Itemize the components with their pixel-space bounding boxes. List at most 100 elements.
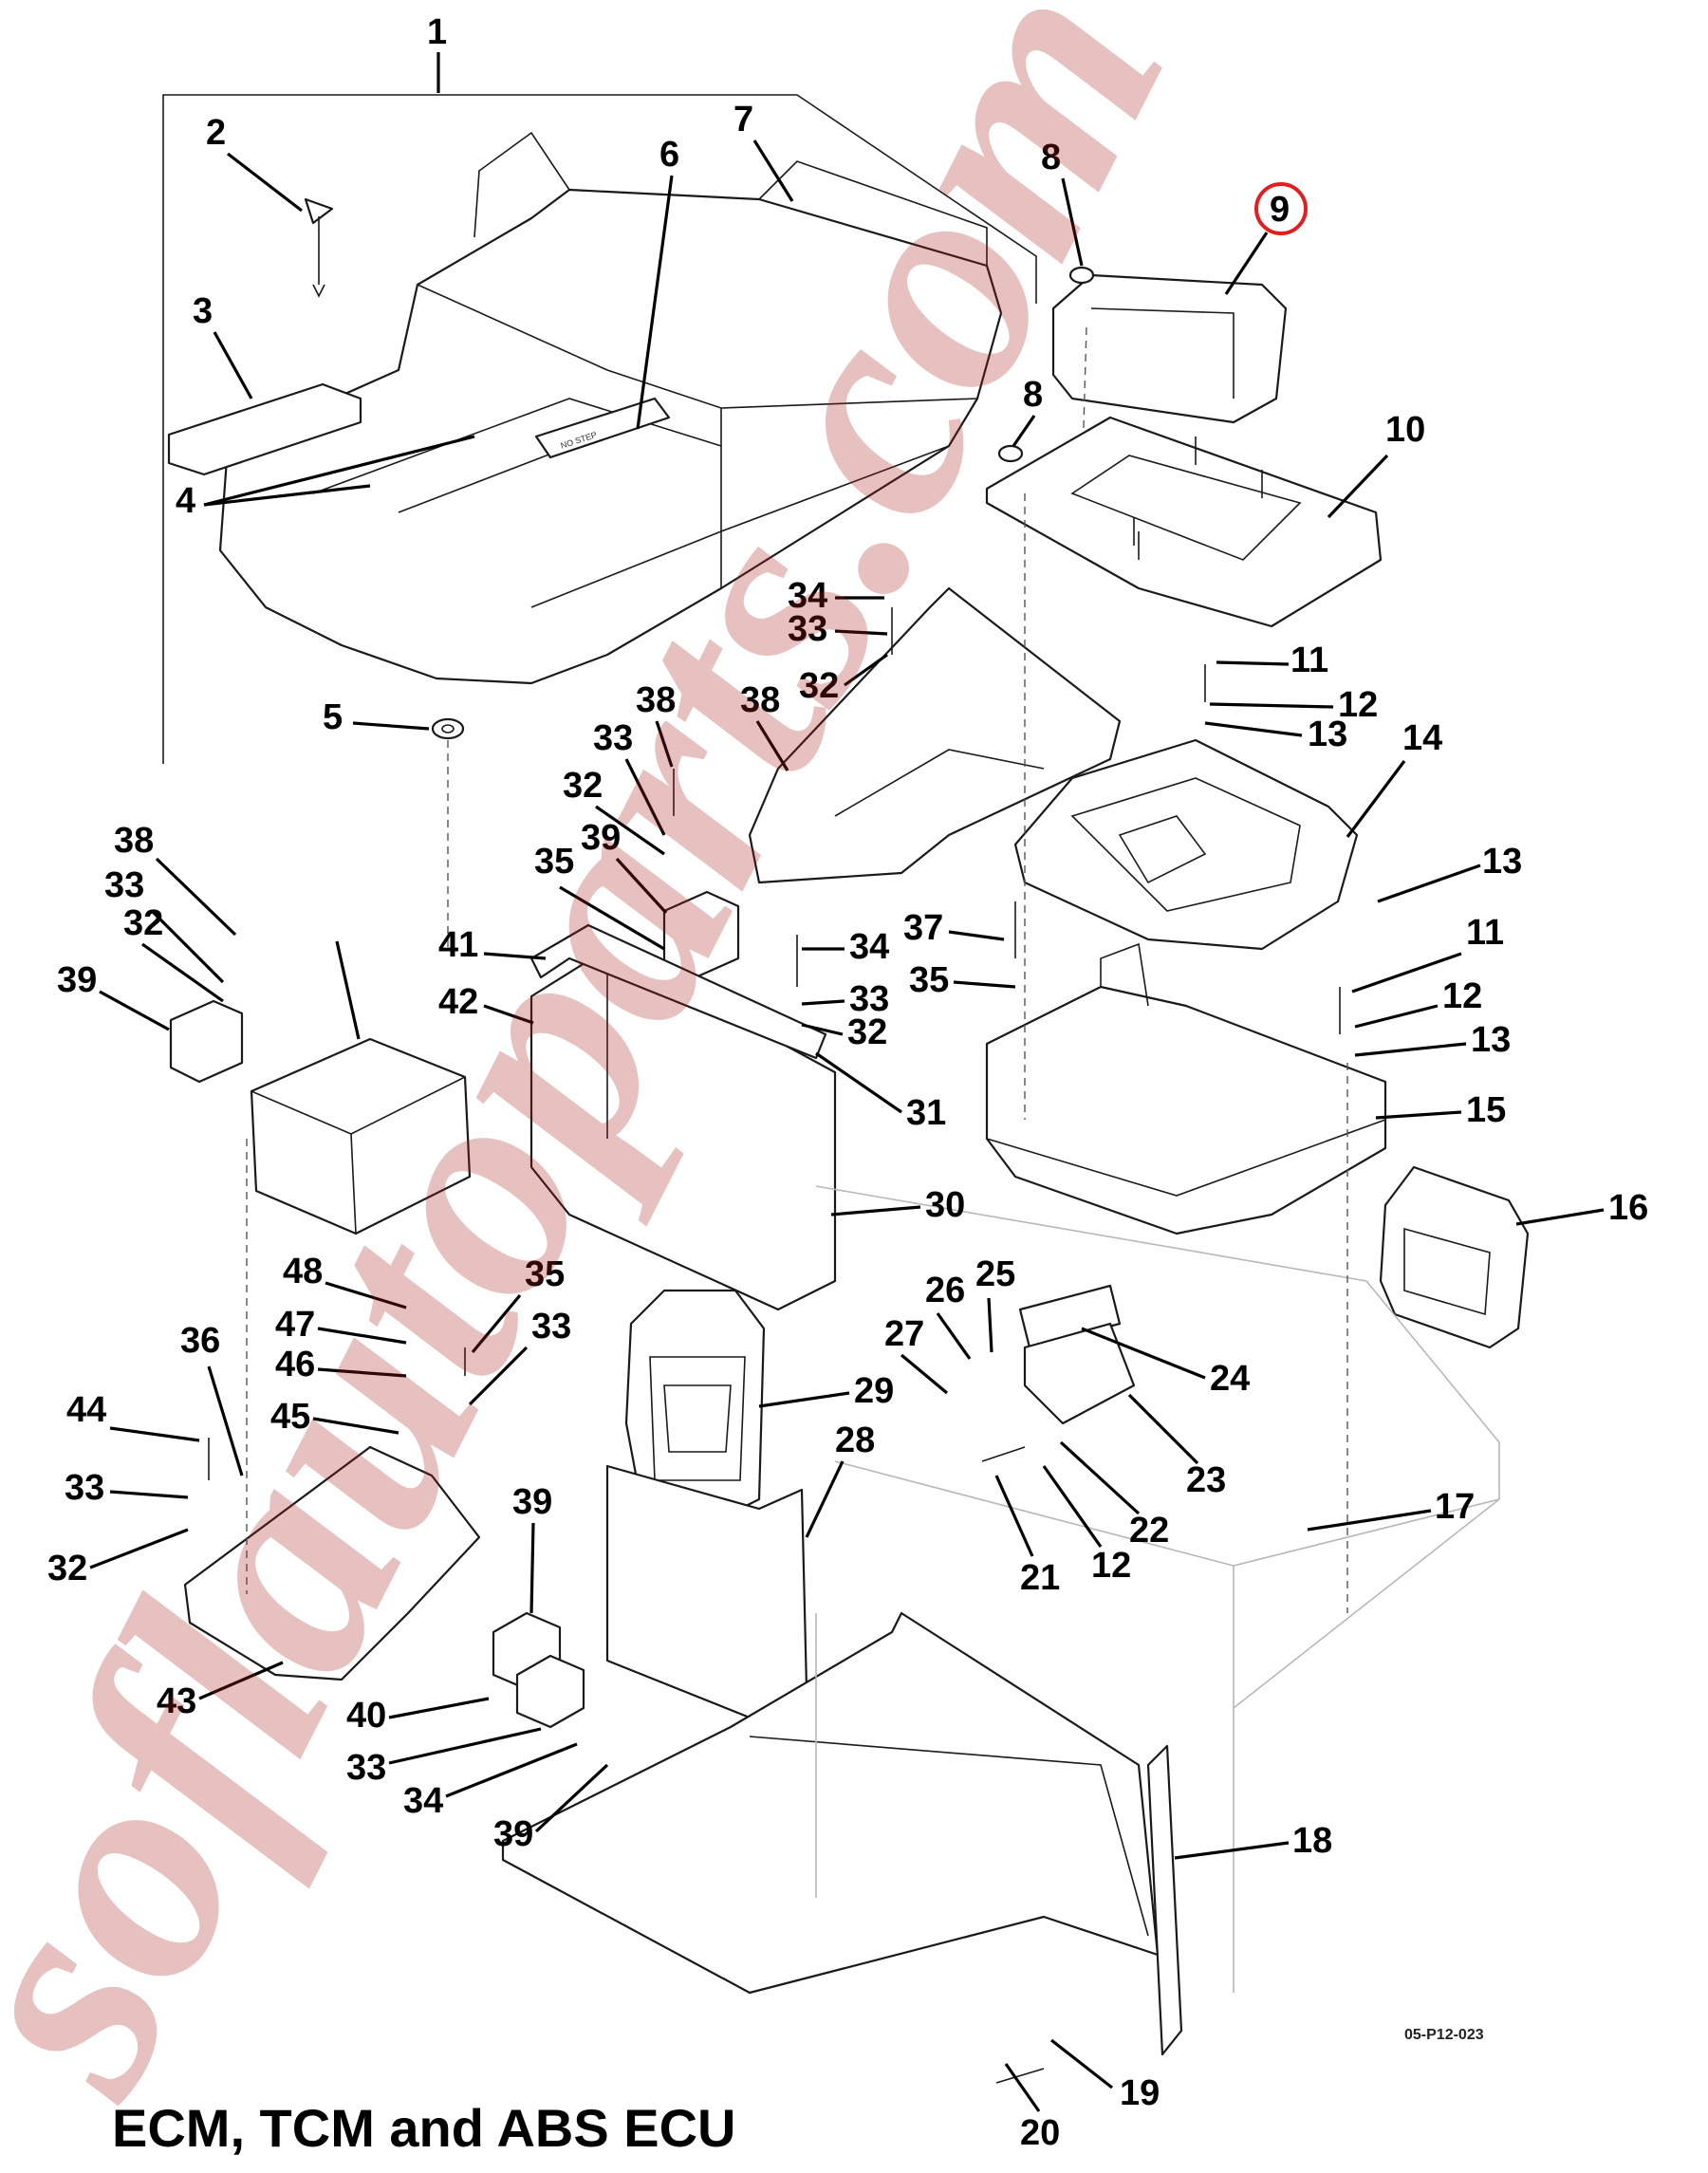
callout-32-c: 32	[847, 1012, 887, 1052]
callout-37: 38	[740, 680, 780, 720]
ecm-module	[1013, 738, 1359, 951]
callout-34-a: 34	[788, 576, 827, 616]
tray	[501, 1611, 1183, 2056]
callout-38-b: 38	[114, 821, 154, 861]
callout-26: 26	[925, 1271, 965, 1310]
callout-35-b: 35	[909, 960, 949, 1000]
frame-bracket	[529, 923, 827, 1060]
diagram-title: ECM, TCM and ABS ECU	[112, 2098, 736, 2158]
callout-33-a: 33	[788, 609, 827, 649]
callout-2: 2	[206, 113, 226, 153]
bolts	[208, 493, 1348, 2084]
callout-39-d: 40	[346, 1696, 386, 1736]
callout-8-upper: 8	[1041, 138, 1061, 177]
connector-16	[1379, 1165, 1530, 1349]
callout-28: 28	[835, 1421, 875, 1460]
callout-39-b: 39	[57, 960, 97, 1000]
callout-32-f: 33	[346, 1748, 386, 1788]
callout-22: 22	[1129, 1511, 1169, 1551]
callout-20: 20	[1020, 2113, 1060, 2153]
callout-7: 7	[733, 100, 753, 139]
callout-4: 4	[176, 481, 195, 521]
callout-36: 37	[903, 908, 943, 948]
callout-33-f: 33	[531, 1307, 571, 1347]
callout-25: 25	[975, 1254, 1015, 1294]
callout-34-c: 35	[525, 1254, 565, 1294]
callout-10: 10	[1385, 410, 1425, 450]
callout-38-a: 38	[636, 680, 676, 720]
callout-34-b: 34	[849, 927, 889, 967]
callout-11-lower: 11	[1466, 913, 1504, 953]
callout-3: 3	[193, 291, 213, 331]
callout-45: 46	[275, 1345, 315, 1384]
callout-40: 41	[438, 925, 478, 965]
callout-30: 30	[925, 1185, 965, 1225]
callout-8-mid: 8	[1023, 375, 1043, 415]
wing-bolt	[304, 197, 334, 298]
callout-32-b: 32	[563, 766, 603, 806]
nut-8-lower	[997, 444, 1024, 463]
callout-29: 29	[854, 1371, 894, 1411]
callout-16: 16	[1608, 1188, 1648, 1228]
callout-11-upper: 11	[1290, 641, 1328, 680]
callout-33-g: 34	[403, 1781, 443, 1821]
callout-1: 1	[427, 12, 447, 52]
callout-19: 19	[1120, 2073, 1160, 2113]
callout-12-mid: 12	[1442, 976, 1482, 1016]
callout-35-c: 36	[180, 1321, 220, 1361]
callout-27: 27	[884, 1314, 924, 1354]
warning-decal: NO STEP	[534, 397, 671, 459]
callout-21: 21	[1020, 1558, 1060, 1598]
step-pad	[167, 382, 362, 476]
callout-5: 5	[323, 697, 343, 737]
callout-9-highlight-ring	[1254, 182, 1308, 235]
callout-12-lower: 12	[1091, 1546, 1131, 1586]
bracket-37	[748, 586, 1122, 884]
callout-31: 31	[906, 1093, 946, 1133]
callout-42: 43	[157, 1681, 196, 1721]
figure-id: 05-P12-023	[1404, 2027, 1484, 2043]
callout-32-a: 32	[799, 666, 839, 706]
callout-32-d: 32	[123, 903, 163, 943]
background-frame	[815, 1185, 1500, 1993]
callout-39-c: 39	[512, 1482, 552, 1522]
nut-8-upper	[1068, 266, 1095, 285]
callout-39-a: 39	[581, 818, 621, 858]
callout-12-upper: 12	[1338, 685, 1378, 725]
callout-38-c: 39	[493, 1814, 533, 1854]
callout-32-e: 32	[47, 1549, 87, 1588]
callout-33-e: 33	[65, 1468, 104, 1508]
lower-plate	[183, 1445, 481, 1681]
callout-47: 48	[283, 1252, 323, 1291]
callout-15: 15	[1466, 1090, 1506, 1130]
callout-14: 14	[1402, 718, 1442, 758]
callout-33-b: 33	[593, 718, 633, 758]
ecm-bracket	[985, 942, 1387, 1235]
relay-left	[169, 999, 244, 1084]
callout-labels: 1 2 3 4 5 6 7 8 8 9 10 11 11 12 12 12	[47, 12, 1648, 2153]
callout-18: 18	[1292, 1821, 1332, 1861]
callout-33-d: 33	[104, 865, 144, 905]
tcm-module	[624, 1289, 766, 1530]
fuse-box	[250, 1037, 472, 1235]
mounting-plate	[985, 416, 1383, 628]
relay-lower	[492, 1611, 585, 1729]
callout-44: 45	[270, 1397, 310, 1437]
terminal-block	[1018, 1284, 1136, 1425]
callout-9: 9	[1270, 190, 1290, 230]
callout-43: 44	[66, 1390, 106, 1430]
callout-41: 42	[438, 982, 478, 1022]
callout-24: 24	[1210, 1359, 1250, 1399]
callout-23: 23	[1186, 1460, 1226, 1500]
callout-13-lower: 13	[1471, 1020, 1511, 1060]
callout-33-c: 33	[849, 979, 889, 1019]
callout-13-upper: 13	[1308, 715, 1347, 754]
tcm-mount	[605, 1464, 808, 1719]
callout-46: 47	[275, 1305, 315, 1345]
callout-35-a: 35	[534, 842, 574, 882]
callout-6: 6	[659, 135, 679, 175]
callout-17: 17	[1435, 1487, 1475, 1527]
washer-5	[431, 717, 465, 949]
abs-ecu-module	[1051, 273, 1288, 494]
